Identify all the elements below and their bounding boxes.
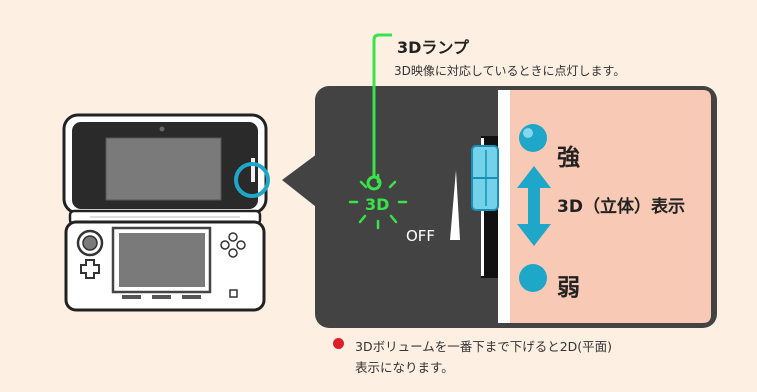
slider-rail xyxy=(498,90,510,323)
console-camera xyxy=(159,126,165,132)
double-arrow-icon xyxy=(517,166,551,246)
note-bullet-icon xyxy=(333,338,344,349)
zoom-panel-pink-area xyxy=(508,90,711,323)
note-line-2: 表示になります。 xyxy=(355,360,454,375)
console-3d-slider xyxy=(251,158,255,182)
strong-dot-icon xyxy=(519,124,547,152)
power-button-icon xyxy=(229,289,238,298)
abxy-buttons-icon xyxy=(220,232,246,258)
lamp-title: 3Dランプ xyxy=(397,38,469,57)
zoom-panel xyxy=(282,33,717,328)
note-line-1: 3Dボリュームを一番下まで下げると2D(平面) xyxy=(355,339,613,354)
mode-label: 3D（立体）表示 xyxy=(557,197,685,217)
zoom-panel-dark-area xyxy=(320,90,500,323)
console-touch-screen xyxy=(119,233,205,287)
console-illustration xyxy=(62,113,270,312)
off-wedge xyxy=(450,170,460,240)
lamp-description: 3D映像に対応しているときに点灯します。 xyxy=(394,64,626,78)
off-label: OFF xyxy=(406,227,436,245)
zoom-pointer xyxy=(282,148,325,214)
lamp-icon-text: 3D xyxy=(365,195,390,214)
zoom-highlight-circle xyxy=(234,162,270,198)
console-top-screen xyxy=(105,137,222,201)
weak-dot-icon xyxy=(519,264,547,292)
lamp-callout-line xyxy=(372,33,392,177)
strong-label: 強 xyxy=(557,145,580,171)
dpad-icon xyxy=(80,259,100,279)
weak-label: 弱 xyxy=(557,275,580,301)
